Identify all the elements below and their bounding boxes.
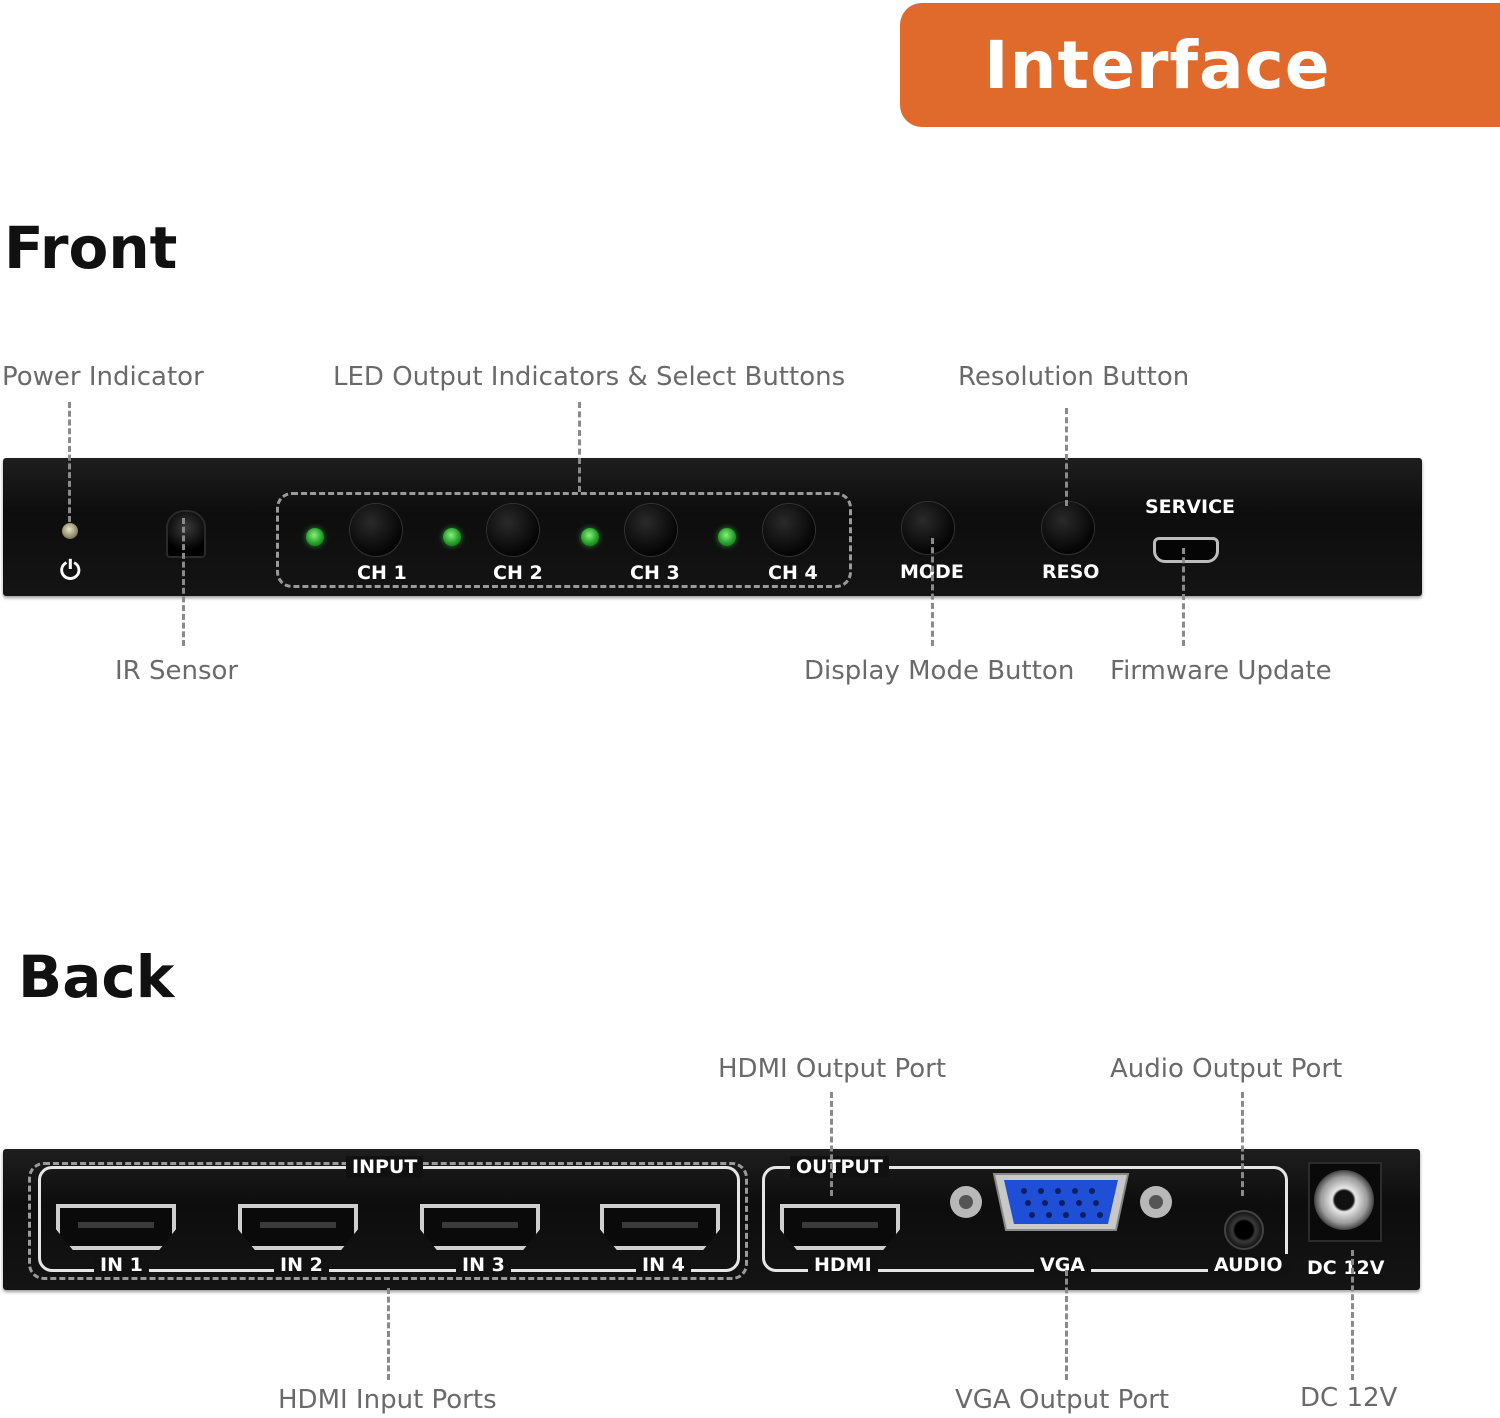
ch3-button[interactable] xyxy=(625,504,677,556)
hdmi-out-port[interactable] xyxy=(780,1204,900,1250)
dc-jack-housing xyxy=(1308,1162,1382,1242)
callout-resolution-button: Resolution Button xyxy=(958,362,1190,392)
banner-title: Interface xyxy=(984,27,1331,104)
callout-dc-12v: DC 12V xyxy=(1300,1383,1398,1413)
front-title: Front xyxy=(4,214,178,282)
in3-label: IN 3 xyxy=(456,1254,511,1276)
callout-power-indicator: Power Indicator xyxy=(2,362,204,392)
callout-firmware-update: Firmware Update xyxy=(1110,656,1332,686)
leader-dc-12v xyxy=(1351,1250,1354,1380)
hdmi-in4-port[interactable] xyxy=(600,1204,720,1250)
in4-label: IN 4 xyxy=(636,1254,691,1276)
callout-vga-output-port: VGA Output Port xyxy=(955,1385,1170,1415)
led-ch4 xyxy=(718,528,736,546)
callout-led-select: LED Output Indicators & Select Buttons xyxy=(333,362,846,392)
hdmi-out-label: HDMI xyxy=(808,1254,878,1276)
leader-ir xyxy=(182,518,185,646)
led-ch2 xyxy=(443,528,461,546)
callout-ir-sensor: IR Sensor xyxy=(115,656,239,686)
ch1-button[interactable] xyxy=(350,504,402,556)
output-group-label: OUTPUT xyxy=(790,1156,889,1178)
in2-label: IN 2 xyxy=(274,1254,329,1276)
callout-audio-output-port: Audio Output Port xyxy=(1110,1054,1343,1084)
ch2-button[interactable] xyxy=(487,504,539,556)
interface-banner: Interface xyxy=(900,3,1500,127)
back-title: Back xyxy=(18,943,175,1011)
leader-resolution xyxy=(1065,408,1068,506)
leader-power xyxy=(68,402,71,522)
vga-connector-icon xyxy=(950,1173,1172,1231)
callout-display-mode-button: Display Mode Button xyxy=(804,656,1075,686)
audio-jack[interactable] xyxy=(1224,1210,1264,1250)
ch4-button[interactable] xyxy=(763,504,815,556)
ch1-label: CH 1 xyxy=(357,562,407,584)
leader-hdmi-input xyxy=(387,1288,390,1380)
callout-hdmi-input-ports: HDMI Input Ports xyxy=(278,1385,497,1415)
hdmi-in2-port[interactable] xyxy=(238,1204,358,1250)
leader-hdmi-output xyxy=(830,1092,833,1196)
leader-mode xyxy=(931,538,934,646)
vga-port[interactable] xyxy=(944,1168,1178,1234)
leader-audio-output xyxy=(1241,1092,1244,1196)
vga-label: VGA xyxy=(1034,1254,1092,1276)
mode-button[interactable] xyxy=(902,502,954,554)
dc-jack[interactable] xyxy=(1314,1170,1374,1230)
ch3-label: CH 3 xyxy=(630,562,680,584)
hdmi-in3-port[interactable] xyxy=(420,1204,540,1250)
power-icon: ⏻ xyxy=(60,556,81,586)
led-ch1 xyxy=(306,528,324,546)
ir-sensor xyxy=(166,510,206,558)
micro-usb-port[interactable] xyxy=(1153,537,1219,563)
leader-firmware xyxy=(1182,548,1185,646)
power-indicator-led xyxy=(62,523,78,539)
front-panel xyxy=(3,458,1422,596)
hdmi-in1-port[interactable] xyxy=(56,1204,176,1250)
led-ch3 xyxy=(581,528,599,546)
ch2-label: CH 2 xyxy=(493,562,543,584)
in1-label: IN 1 xyxy=(94,1254,149,1276)
audio-label: AUDIO xyxy=(1208,1254,1289,1276)
reso-label: RESO xyxy=(1042,561,1100,583)
service-label: SERVICE xyxy=(1145,496,1235,518)
leader-led-select xyxy=(578,402,581,492)
reso-button[interactable] xyxy=(1042,502,1094,554)
output-group-frame xyxy=(762,1166,1288,1272)
ch4-label: CH 4 xyxy=(768,562,818,584)
dc-label: DC 12V xyxy=(1307,1257,1385,1279)
callout-hdmi-output-port: HDMI Output Port xyxy=(718,1054,947,1084)
led-select-group xyxy=(276,492,852,588)
input-group-label: INPUT xyxy=(346,1156,424,1178)
leader-vga-output xyxy=(1065,1270,1068,1380)
